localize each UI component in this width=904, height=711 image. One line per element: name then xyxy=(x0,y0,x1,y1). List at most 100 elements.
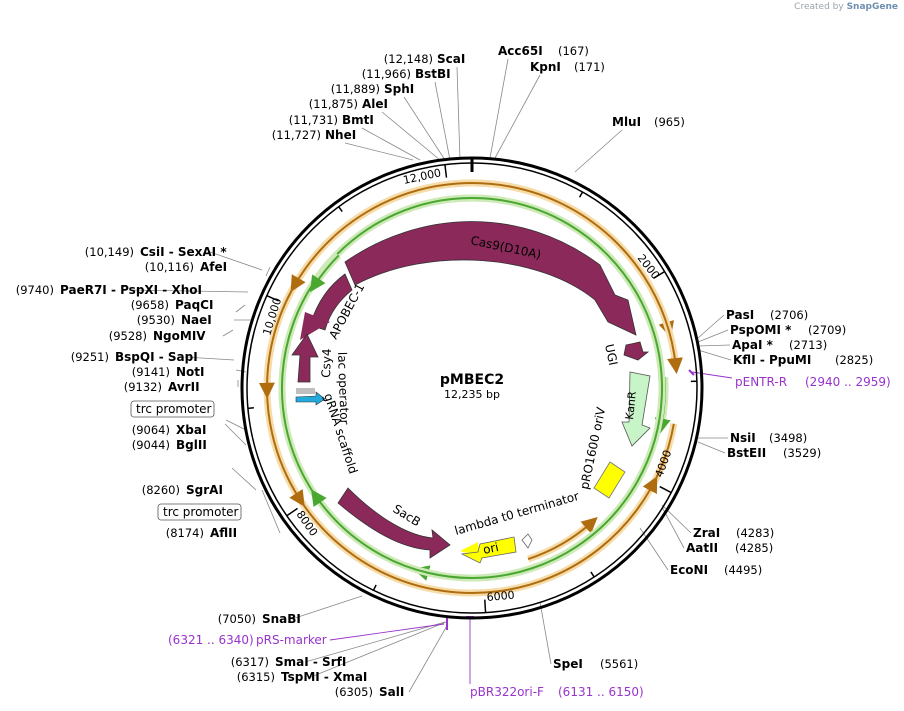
sacb-arrow xyxy=(337,487,451,559)
prs-leader xyxy=(329,623,445,641)
site-pos-right: (2706) xyxy=(770,308,808,322)
site-name-bottom: SnaBI xyxy=(262,612,301,626)
leader-line xyxy=(291,595,363,620)
leader-line xyxy=(381,111,441,161)
ring-tick xyxy=(372,584,377,591)
site-name-left: AleI xyxy=(362,97,388,111)
leader-line xyxy=(574,129,623,173)
leader-line xyxy=(697,441,726,454)
cas9-arrow xyxy=(344,221,637,336)
leader-line xyxy=(129,289,249,293)
pbr-range: (6131 .. 6150) xyxy=(558,685,644,699)
ori-shape xyxy=(460,536,517,564)
plasmid-length: 12,235 bp xyxy=(444,388,500,401)
trc-promoter-1: trc promoter xyxy=(130,400,215,418)
feature-arcs xyxy=(258,179,683,597)
leader-line xyxy=(304,621,446,663)
site-name-leftmid: NgoMIV xyxy=(153,329,206,343)
site-pos-right: (2713) xyxy=(789,338,827,352)
csy4-arrow xyxy=(291,333,319,383)
tick-label-6000: 6000 xyxy=(486,589,515,604)
site-name-leftmid: AvrII xyxy=(168,380,200,394)
site-pos-topright: (171) xyxy=(574,60,605,74)
site-name-bottom: SalI xyxy=(379,685,404,699)
ring-tick xyxy=(286,507,298,517)
orf-arc-left-low xyxy=(270,432,305,507)
leader-line xyxy=(235,369,247,373)
leader-line xyxy=(408,623,449,693)
pentr-name: pENTR-R xyxy=(735,375,787,389)
site-pos-left: (11,875) xyxy=(309,97,358,111)
site-pos-leftmid: (9658) xyxy=(131,298,169,312)
tick-label-4000: 4000 xyxy=(653,448,675,479)
site-pos-right: (4495) xyxy=(724,563,762,577)
site-pos-right: (4285) xyxy=(735,541,773,555)
site-pos-leftmid: (9132) xyxy=(124,380,162,394)
site-name-topright: MluI xyxy=(612,115,641,129)
site-name-leftmid: BglII xyxy=(176,438,207,452)
site-pos-right: (3529) xyxy=(783,446,821,460)
primer-pentr: pENTR-R (2940 .. 2959) xyxy=(735,375,891,389)
site-pos-leftmid: (9740) xyxy=(16,283,54,297)
site-pos-leftmid: (8174) xyxy=(166,526,204,540)
site-pos-leftmid: (9064) xyxy=(132,423,170,437)
site-name-leftmid: XbaI xyxy=(176,423,206,437)
leader-line xyxy=(697,314,725,339)
lambda-label: lambda t0 terminator xyxy=(453,489,581,538)
leader-line xyxy=(403,96,446,161)
site-pos-right: (2709) xyxy=(808,323,846,337)
leader-line xyxy=(697,344,731,347)
site-pos-bottom: (6305) xyxy=(335,685,373,699)
csy4-label: Csy4 xyxy=(319,348,334,378)
site-name-leftmid: AflII xyxy=(210,526,237,540)
site-pos-leftmid: (8260) xyxy=(142,483,180,497)
site-pos-left: (12,148) xyxy=(384,52,433,66)
leader-line xyxy=(489,58,509,159)
leader-line xyxy=(697,349,732,361)
brand-name: SnapGene xyxy=(846,2,898,12)
orf-arc-left-top xyxy=(290,235,335,293)
site-name-left: ScaI xyxy=(437,52,465,66)
apobec-arrow xyxy=(309,273,353,331)
site-name-right: PasI xyxy=(726,308,754,322)
site-name-right: KflI - PpuMI xyxy=(733,353,811,367)
leader-line xyxy=(225,419,247,431)
leader-line xyxy=(494,74,541,159)
ring-tick xyxy=(590,571,595,578)
site-name-leftmid: NotI xyxy=(176,365,205,379)
site-name-left: BmtI xyxy=(342,113,374,127)
site-name-topright: KpnI xyxy=(530,60,561,74)
leader-line xyxy=(235,304,246,313)
terminator-marks xyxy=(296,388,315,394)
leader-line xyxy=(231,467,257,491)
site-pos-leftmid: (9251) xyxy=(71,350,109,364)
leader-line xyxy=(261,489,281,534)
site-name-leftmid: PaeR7I - PspXI - XhoI xyxy=(60,283,202,297)
site-name-left: NheI xyxy=(325,128,356,142)
site-name-left: SphI xyxy=(384,82,414,96)
pentr-marker xyxy=(688,369,695,376)
pentr-leader xyxy=(691,371,733,379)
restriction-site-labels: (12,148)ScaI(11,966)BstBI(11,889)SphI(11… xyxy=(16,44,874,699)
site-name-leftmid: AfeI xyxy=(200,260,227,274)
pro1600-box xyxy=(593,461,626,499)
site-pos-leftmid: (9141) xyxy=(132,365,170,379)
site-pos-left: (11,966) xyxy=(362,67,411,81)
primer-pbr: pBR322ori-F (6131 .. 6150) xyxy=(470,685,644,699)
ring-tick xyxy=(659,485,672,494)
site-name-bottom: SmaI - SrfI xyxy=(275,655,346,669)
site-name-right: ZraI xyxy=(693,526,720,540)
ring-tick xyxy=(338,206,343,213)
leader-line xyxy=(222,329,234,337)
lac-operator-arrow xyxy=(295,391,326,406)
ring-ticks xyxy=(247,164,697,613)
lambda-terminator-icon xyxy=(521,533,533,549)
ring-tick xyxy=(653,270,665,279)
site-name-leftmid: NaeI xyxy=(181,313,212,327)
ring-tick xyxy=(444,164,448,178)
site-pos-topright: (965) xyxy=(654,115,685,129)
leader-line xyxy=(209,251,263,271)
orf-arc-tiny xyxy=(642,476,658,495)
pbr-name: pBR322ori-F xyxy=(470,685,544,699)
leader-line xyxy=(639,527,669,571)
